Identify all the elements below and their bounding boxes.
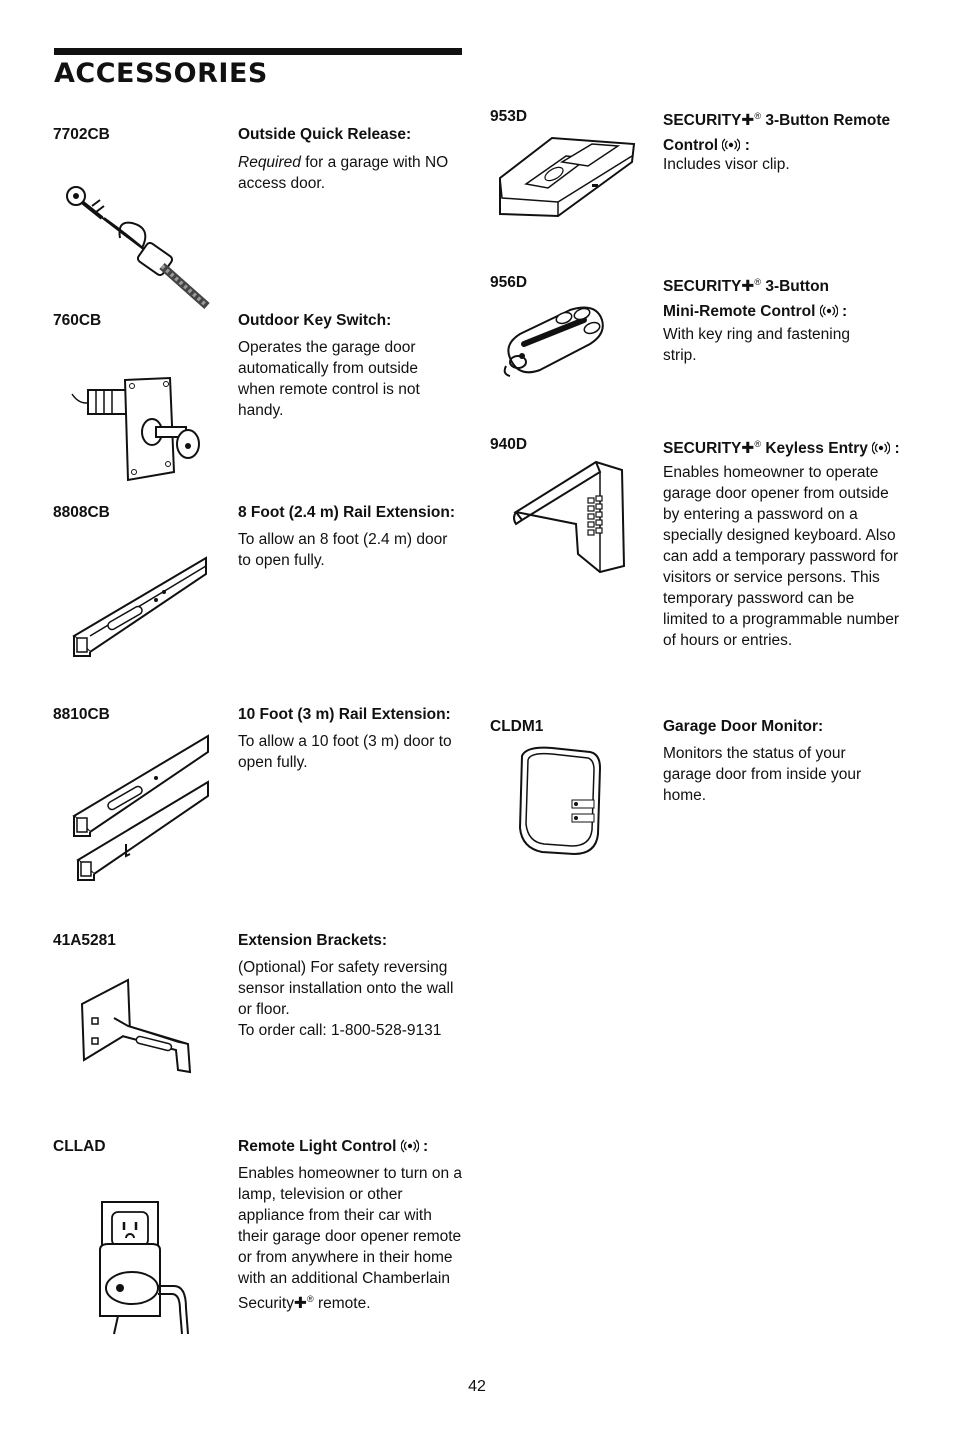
rail-extension-8ft-illustration [72, 556, 207, 657]
heading-colon: : [890, 440, 900, 458]
accessory-heading: 10 Foot (3 m) Rail Extension: [238, 706, 451, 723]
accessory-description: Includes visor clip. [663, 156, 790, 173]
heading-text: Keyless Entry [761, 440, 868, 458]
keyless-entry-illustration [513, 460, 626, 574]
description-end: remote. [313, 1295, 371, 1313]
accessory-description: Operates the garage door automatically f… [238, 339, 420, 419]
part-code: 953D [490, 108, 528, 125]
registered-mark: ® [754, 277, 762, 287]
part-code: 760CB [53, 312, 102, 329]
registered-mark: ® [754, 111, 762, 121]
security-plus-icon: ✚ [294, 1295, 307, 1313]
heading-text-2: Control [663, 137, 719, 155]
accessory-heading: Outside Quick Release: [238, 126, 412, 143]
heading-text-2: Mini-Remote Control [663, 303, 816, 321]
heading-colon: : [740, 137, 750, 155]
part-code: 8810CB [53, 706, 110, 723]
accessory-description: To allow a 10 foot (3 m) door to open fu… [238, 733, 452, 771]
heading-text: 3-Button [761, 278, 830, 296]
accessory-description: Required for a garage with NO access doo… [238, 152, 458, 194]
mini-remote-illustration [503, 306, 604, 377]
accessory-heading: Remote Light Control : [238, 1134, 428, 1159]
page-title: ACCESSORIES [54, 58, 268, 89]
part-code: 7702CB [53, 126, 110, 143]
heading-security: SECURITY [663, 440, 742, 458]
quick-release-illustration [66, 186, 210, 309]
accessory-heading: Extension Brackets: [238, 932, 388, 949]
remote-light-control-illustration [99, 1201, 189, 1335]
heading-security: SECURITY [663, 278, 742, 296]
three-button-remote-illustration [499, 136, 636, 218]
heading-security: SECURITY [663, 112, 742, 130]
accessory-description: To allow an 8 foot (2.4 m) door to open … [238, 531, 448, 569]
description-text: Enables homeowner to turn on a lamp, tel… [238, 1165, 463, 1313]
heading-colon: : [418, 1138, 429, 1155]
accessory-description: Enables homeowner to operate garage door… [663, 464, 900, 649]
part-code: 956D [490, 274, 528, 291]
part-code: 41A5281 [53, 932, 116, 949]
accessory-heading: Outdoor Key Switch: [238, 312, 392, 329]
accessory-heading: Garage Door Monitor: [663, 718, 824, 735]
order-phone: To order call: 1-800-528-9131 [238, 1022, 442, 1039]
accessory-heading: SECURITY✚® Keyless Entry : [663, 432, 900, 461]
title-rule [54, 48, 462, 55]
extension-bracket-illustration [80, 978, 192, 1074]
heading-colon: : [837, 303, 848, 321]
security-plus-icon: ✚ [741, 278, 755, 296]
radio-signal-icon [872, 441, 891, 455]
accessory-description: (Optional) For safety reversing sensor i… [238, 957, 464, 1041]
emphasis-required: Required [238, 154, 301, 171]
accessory-description: Enables homeowner to turn on a lamp, tel… [238, 1163, 466, 1314]
radio-signal-icon [722, 138, 741, 152]
accessory-heading: 8 Foot (2.4 m) Rail Extension: [238, 504, 456, 521]
description-text: for a garage with NO access door. [238, 154, 449, 192]
accessory-heading: SECURITY✚® 3-Button Remote Control : [663, 104, 890, 158]
heading-text: Remote Light Control [238, 1138, 397, 1155]
garage-door-monitor-illustration [518, 746, 602, 856]
radio-signal-icon [819, 304, 838, 318]
security-plus-icon: ✚ [741, 440, 755, 458]
rail-extension-10ft-illustration [72, 734, 209, 881]
accessory-description: Monitors the status of your garage door … [663, 745, 862, 804]
registered-mark: ® [307, 1294, 314, 1304]
part-code: CLLAD [53, 1138, 106, 1155]
description-text: (Optional) For safety reversing sensor i… [238, 959, 454, 1018]
part-code: CLDM1 [490, 718, 544, 735]
security-plus-icon: ✚ [741, 112, 755, 130]
accessory-description: With key ring and fastening strip. [663, 326, 850, 364]
heading-text: 3-Button Remote [761, 112, 891, 130]
key-switch-illustration [71, 376, 200, 482]
part-code: 8808CB [53, 504, 110, 521]
part-code: 940D [490, 436, 528, 453]
registered-mark: ® [754, 439, 762, 449]
radio-signal-icon [400, 1139, 419, 1153]
page-number: 42 [468, 1378, 486, 1395]
accessory-heading: SECURITY✚® 3-Button Mini-Remote Control … [663, 270, 847, 324]
